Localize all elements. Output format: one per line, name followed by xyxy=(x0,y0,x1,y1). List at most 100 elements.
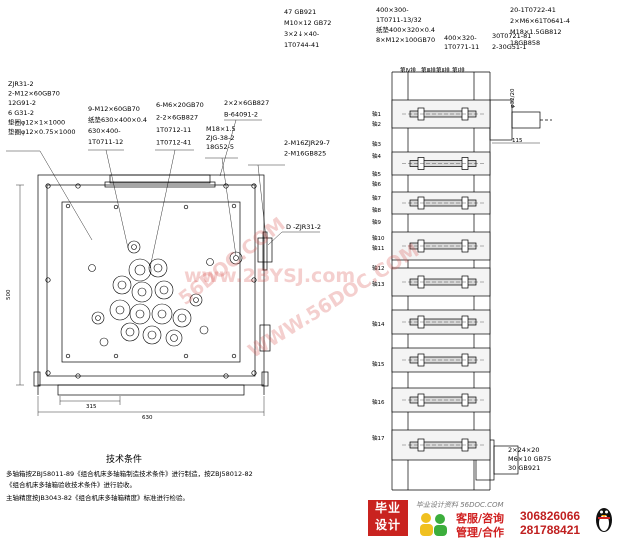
dim-v: φ32/20 xyxy=(510,88,516,108)
shaft-label-11: 轴11 xyxy=(372,244,385,252)
label-right-stack-3: M18×1.5GB812 xyxy=(510,28,562,36)
tech-line-3: 主轴精度按JB3043-82《组合机床多轴箱精度》标准进行检验。 xyxy=(6,494,190,502)
shaft-band-6 xyxy=(391,309,491,335)
tech-line-2: 《组合机床多轴箱验收技术条件》进行验收。 xyxy=(6,481,136,489)
label-m6-group-4: 1T0712-41 xyxy=(156,139,191,147)
label-mid-stack-2: 1T0771-11 xyxy=(444,43,479,51)
label-gb921-4: 1T0744-41 xyxy=(284,41,319,49)
label-left-stack-3: 纸垫400×320×0.4 xyxy=(376,25,435,34)
shaft-label-8: 轴8 xyxy=(372,206,382,214)
label-gb921-2: M10×12 GB72 xyxy=(284,19,331,27)
column-header-3: 第Ⅱ排 xyxy=(436,66,450,74)
shaft-label-13: 轴13 xyxy=(372,280,385,288)
label-zjr-group-4: 6 G31-2 xyxy=(8,109,34,117)
column-header-2: 第Ⅲ排 xyxy=(421,66,436,74)
shaft-label-7: 轴7 xyxy=(372,194,382,202)
shaft-label-4: 轴4 xyxy=(372,152,382,160)
leader-lines xyxy=(6,119,320,269)
label-left-stack-1: 400×300- xyxy=(376,6,409,14)
label-zjr-group-2: 2-M12×60GB70 xyxy=(8,90,60,98)
penguin-icon xyxy=(596,508,612,532)
shaft-band-3 xyxy=(391,191,491,215)
qq-number-2[interactable]: 281788421 xyxy=(520,523,581,537)
label-dz: D -ZJR31-2 xyxy=(286,223,321,231)
label-zjr-group-6: 垫圈φ12×0.75×1000 xyxy=(8,127,75,136)
label-m18-group-2: ZJG-38-2 xyxy=(206,134,235,142)
tech-line-1: 多轴箱按ZBJ58011-89《组合机床多轴箱制造技术条件》进行制造，按ZBJ5… xyxy=(6,470,253,478)
shaft-band-1 xyxy=(391,99,491,129)
label-right-stack-2: 2×M6×61T0641-4 xyxy=(510,17,570,25)
dim-630: 630 xyxy=(142,415,153,421)
shaft-label-3: 轴3 xyxy=(372,140,382,148)
label-pin-group-1: 2×2×6GB827 xyxy=(224,99,269,107)
tech-title: 技术条件 xyxy=(106,455,143,465)
label-pin-group-2: B-64091-2 xyxy=(224,111,258,119)
shaft-label-6: 轴6 xyxy=(372,180,382,188)
contact-label-service: 客服/咨询 xyxy=(456,512,505,525)
shaft-label-15: 轴15 xyxy=(372,360,385,368)
label-m18-group-1: M18×1.5 xyxy=(206,125,236,133)
shaft-label-14: 轴14 xyxy=(372,320,385,328)
dim-315: 315 xyxy=(86,404,97,410)
dim-500: 500 xyxy=(6,289,12,300)
site-name: 毕业设计资料 56DOC.COM xyxy=(416,501,504,509)
gearbox-front-view xyxy=(6,119,320,416)
label-right-stack-1: 20-1T0722-41 xyxy=(510,6,556,14)
shaft-bands xyxy=(391,99,491,461)
label-gb921-3: 3×2↓×40- xyxy=(284,30,320,38)
shaft-label-9: 轴9 xyxy=(372,218,382,226)
label-m6-group-2: 2-2×6GB827 xyxy=(156,114,198,122)
shaft-band-8 xyxy=(391,387,491,413)
label-t0721-1: 30T0721-81 xyxy=(492,32,531,40)
label-bottom-right-1: 2×24×20 xyxy=(508,446,540,454)
label-zjr-group-3: 12G91-2 xyxy=(8,99,36,107)
column-header-1: 第Ⅳ排 xyxy=(400,66,417,74)
person-icon xyxy=(420,513,447,536)
shaft-label-16: 轴16 xyxy=(372,398,385,406)
label-bottom-right-3: 30 GB921 xyxy=(508,464,540,472)
label-m16-group-2: 2-M16GB825 xyxy=(284,150,326,158)
label-m16-group-1: 2-M16ZJR29-7 xyxy=(284,139,330,147)
label-m18-group-3: 18G52-5 xyxy=(206,143,234,151)
watermark-3: WWW.56DOC.COM xyxy=(244,239,423,362)
label-m12-group-4: 1T0711-12 xyxy=(88,138,123,146)
label-right-stack-4: 18GB858 xyxy=(510,39,540,47)
label-m6-group-3: 1T0712-11 xyxy=(156,126,191,134)
shaft-label-12: 轴12 xyxy=(372,264,385,272)
logo-line-2: 设计 xyxy=(374,518,401,532)
bolt-holes xyxy=(45,183,257,379)
sectional-view xyxy=(391,71,552,491)
label-gb921-1: 47 GB921 xyxy=(284,8,316,16)
shaft-label-2: 轴2 xyxy=(372,120,381,128)
contact-label-manage: 管理/合作 xyxy=(456,526,505,539)
gear-train xyxy=(88,240,243,347)
shaft-band-5 xyxy=(391,267,491,297)
site-logo: 毕业 设计 xyxy=(368,500,408,536)
shaft-label-5: 轴5 xyxy=(372,170,382,178)
shaft-label-10: 轴10 xyxy=(372,234,385,242)
shaft-band-2 xyxy=(391,151,491,176)
logo-line-1: 毕业 xyxy=(374,501,401,515)
shaft-band-4 xyxy=(391,231,491,261)
label-mid-stack-1: 400×320- xyxy=(444,34,477,42)
label-left-stack-4: 8×M12×100GB70 xyxy=(376,36,435,44)
dim-115: 115 xyxy=(512,138,523,144)
shaft-label-1: 轴1 xyxy=(372,110,381,118)
label-left-stack-2: 1T0711-13/32 xyxy=(376,16,422,24)
label-m12-group-1: 9-M12×60GB70 xyxy=(88,105,140,113)
label-bottom-right-2: M6×10 GB75 xyxy=(508,455,551,463)
label-m6-group-1: 6-M6×20GB70 xyxy=(156,101,204,109)
label-zjr-group-5: 垫圈φ12×1×1000 xyxy=(8,117,65,126)
shaft-label-17: 轴17 xyxy=(372,434,385,442)
label-zjr-group-1: ZJR31-2 xyxy=(8,80,34,88)
shaft-band-7 xyxy=(391,347,491,373)
column-header-4: 第Ⅰ排 xyxy=(452,66,465,74)
label-t0721-2: 2-30G51-1 xyxy=(492,43,527,51)
shaft-band-9 xyxy=(391,429,491,461)
qq-number-1[interactable]: 306826066 xyxy=(520,509,581,523)
label-m12-group-2: 纸垫630×400×0.4 xyxy=(88,115,147,124)
watermark-2: www.2BYSJ.com xyxy=(184,265,355,287)
label-m12-group-3: 630×400- xyxy=(88,127,121,135)
